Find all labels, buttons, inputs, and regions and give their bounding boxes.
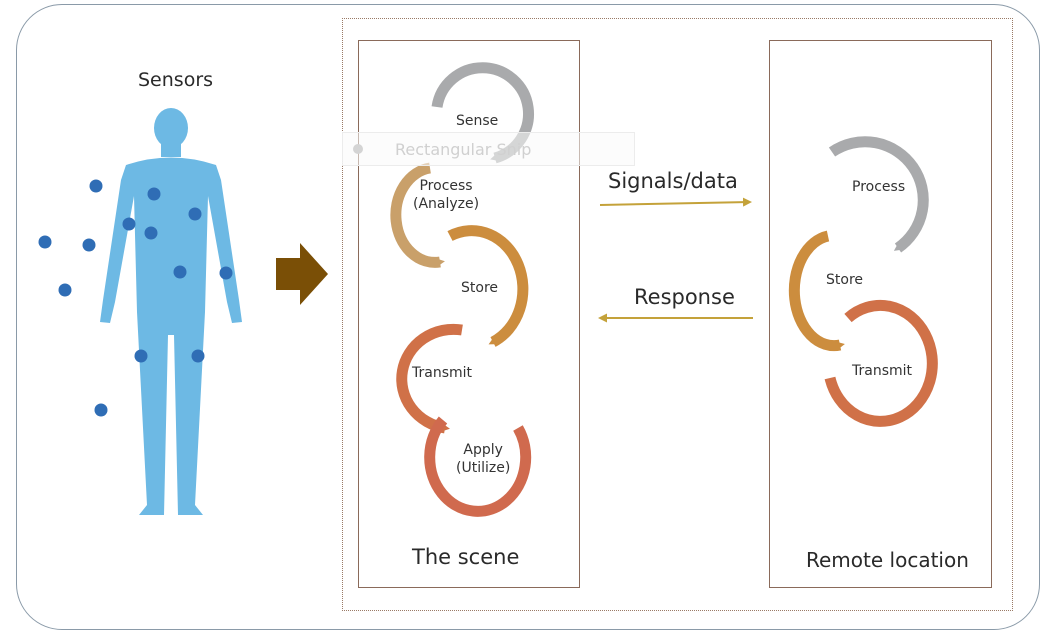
apply-arc-icon [424, 416, 532, 517]
response-label: Response [634, 285, 735, 309]
remote-store-arc-icon [788, 230, 845, 352]
step-sense-label: Sense [456, 113, 499, 129]
remote-step-process: Process [852, 178, 905, 196]
sensor-dot [188, 207, 202, 221]
scene-panel [358, 40, 580, 588]
flow-arrow-icon [276, 243, 328, 305]
step-process-sublabel: (Analyze) [413, 196, 480, 212]
step-process-label: Process [419, 178, 473, 194]
remote-step-store-label: Store [826, 272, 864, 288]
remote-title: Remote location [806, 548, 969, 572]
signals-label: Signals/data [608, 169, 738, 193]
sensor-dot [58, 283, 72, 297]
remote-step-process-label: Process [852, 179, 906, 195]
scene-title: The scene [412, 545, 520, 569]
snip-overlay: Rectangular Snip [342, 132, 635, 166]
transmit-arc-icon [396, 323, 463, 434]
step-transmit-label: Transmit [412, 365, 473, 381]
remote-step-store: Store [826, 271, 863, 289]
step-store-label: Store [461, 280, 499, 296]
store-arc-icon [447, 225, 529, 347]
step-process: Process (Analyze) [413, 177, 479, 213]
sensor-dot [147, 187, 161, 201]
remote-cycle-arrows [788, 136, 938, 427]
signals-connector [599, 197, 752, 207]
system-boundary [342, 18, 1013, 611]
remote-process-arc-icon [828, 136, 929, 253]
sensor-dot [134, 349, 148, 363]
step-apply-label: Apply [463, 442, 503, 458]
sensor-dot [191, 349, 205, 363]
step-apply-sublabel: (Utilize) [456, 460, 511, 476]
step-apply: Apply (Utilize) [456, 441, 510, 477]
remote-panel [769, 40, 992, 588]
sensor-dot [94, 403, 108, 417]
step-sense: Sense [456, 112, 498, 130]
sensor-dot [122, 217, 136, 231]
sensors-label: Sensors [138, 69, 214, 91]
sensor-dot [82, 238, 96, 252]
diagram-frame [16, 4, 1040, 630]
snip-overlay-text: Rectangular Snip [395, 140, 532, 159]
sensor-dots [38, 179, 233, 417]
remote-step-transmit-label: Transmit [852, 363, 913, 379]
human-body-icon [100, 108, 242, 515]
remote-transmit-arc-icon [824, 299, 938, 427]
sensor-dot [38, 235, 52, 249]
step-store: Store [461, 279, 498, 297]
sensor-dot [173, 265, 187, 279]
sensor-dot [144, 226, 158, 240]
process-arc-icon [390, 162, 445, 268]
snip-icon [353, 144, 363, 154]
remote-step-transmit: Transmit [852, 362, 912, 380]
step-transmit: Transmit [412, 364, 472, 382]
sensor-dot [89, 179, 103, 193]
sensor-dot [219, 266, 233, 280]
